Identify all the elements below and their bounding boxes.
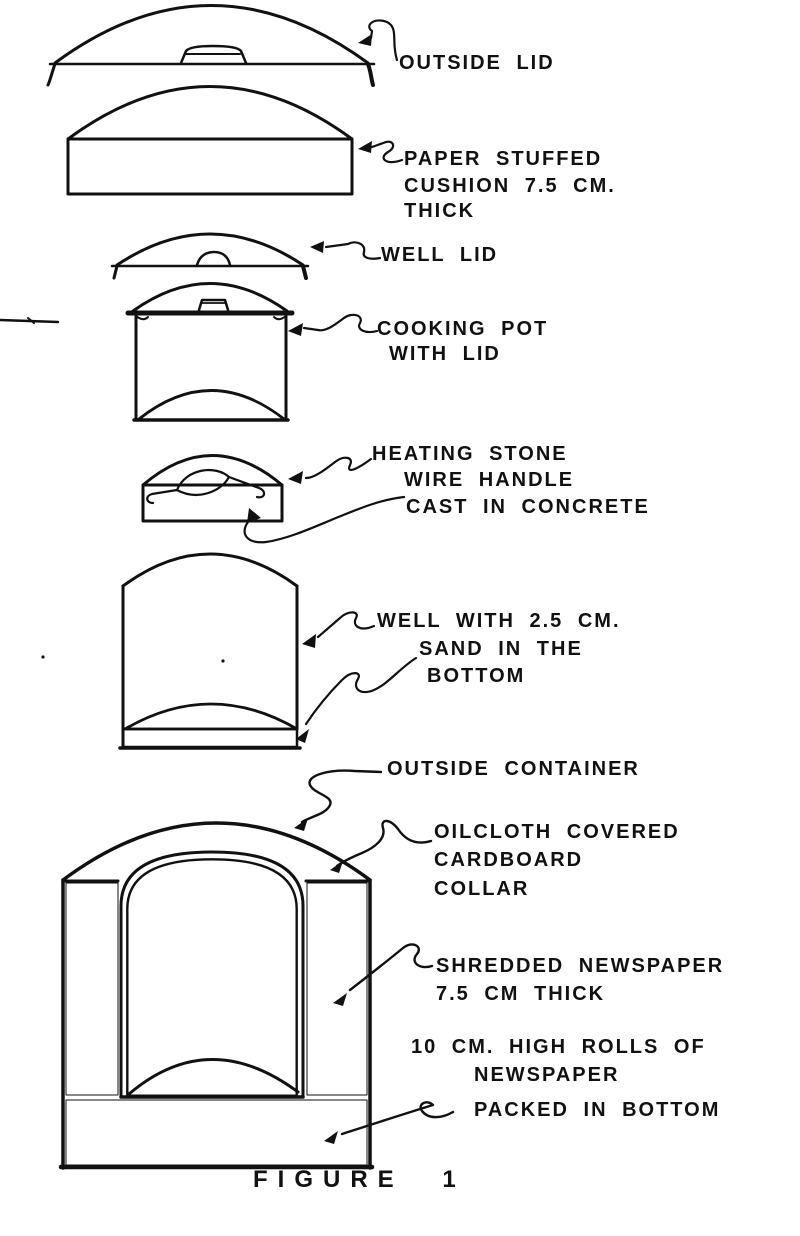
cushion-drawing <box>66 85 354 196</box>
label-rolls-line-2: NEWSPAPER <box>474 1064 620 1086</box>
outside-lid-drawing <box>46 4 376 87</box>
label-shredded-line-1: SHREDDED NEWSPAPER <box>436 955 725 977</box>
label-outside-container: OUTSIDE CONTAINER <box>387 758 640 780</box>
label-heating-stone-line-1: HEATING STONE <box>372 443 568 465</box>
leader-arrow-wire-handle <box>243 495 406 544</box>
well-drawing <box>118 552 302 750</box>
label-heating-stone-line-2: WIRE HANDLE <box>404 469 575 491</box>
leader-arrow-outside-container <box>294 769 383 831</box>
label-collar-line-3: COLLAR <box>434 878 530 900</box>
well-lid-drawing <box>110 232 310 280</box>
label-heating-stone-line-3: CAST IN CONCRETE <box>406 496 650 518</box>
leader-arrow-sand <box>296 656 418 743</box>
label-shredded-line-2: 7.5 CM THICK <box>436 983 606 1005</box>
label-cushion-line-1: PAPER STUFFED <box>404 148 603 170</box>
leader-arrow-rolls <box>324 1101 455 1144</box>
label-rolls-line-1: 10 CM. HIGH ROLLS OF <box>411 1036 706 1058</box>
container-drawing <box>58 821 375 1170</box>
label-rolls-line-3: PACKED IN BOTTOM <box>474 1099 721 1121</box>
label-well-line-3: BOTTOM <box>427 665 526 687</box>
cooking-pot-drawing <box>125 282 295 422</box>
label-well-lid: WELL LID <box>381 244 499 266</box>
leader-arrow-shredded <box>333 943 434 1006</box>
margin-marks <box>0 317 225 663</box>
leader-arrow-well-lid <box>310 241 382 260</box>
label-well-line-2: SAND IN THE <box>419 638 583 660</box>
label-cooking-pot-line-2: WITH LID <box>389 343 501 365</box>
label-cushion-line-3: THICK <box>404 200 476 222</box>
leader-arrow-cooking-pot <box>288 313 379 336</box>
label-cooking-pot-line-1: COOKING POT <box>377 318 549 340</box>
label-outside-lid: OUTSIDE LID <box>399 52 555 74</box>
leader-arrow-outside-lid <box>358 19 399 62</box>
leader-arrow-heating-stone <box>288 456 373 484</box>
label-cushion-line-2: CUSHION 7.5 CM. <box>404 175 616 197</box>
leader-arrow-collar <box>330 819 433 873</box>
figure-caption: FIGURE 1 <box>253 1166 466 1193</box>
leader-arrow-well <box>302 611 376 648</box>
label-well-line-1: WELL WITH 2.5 CM. <box>377 610 621 632</box>
label-collar-line-1: OILCLOTH COVERED <box>434 821 680 843</box>
leader-arrow-cushion <box>358 140 404 164</box>
label-collar-line-2: CARDBOARD <box>434 849 584 871</box>
heating-stone-drawing <box>141 454 284 523</box>
